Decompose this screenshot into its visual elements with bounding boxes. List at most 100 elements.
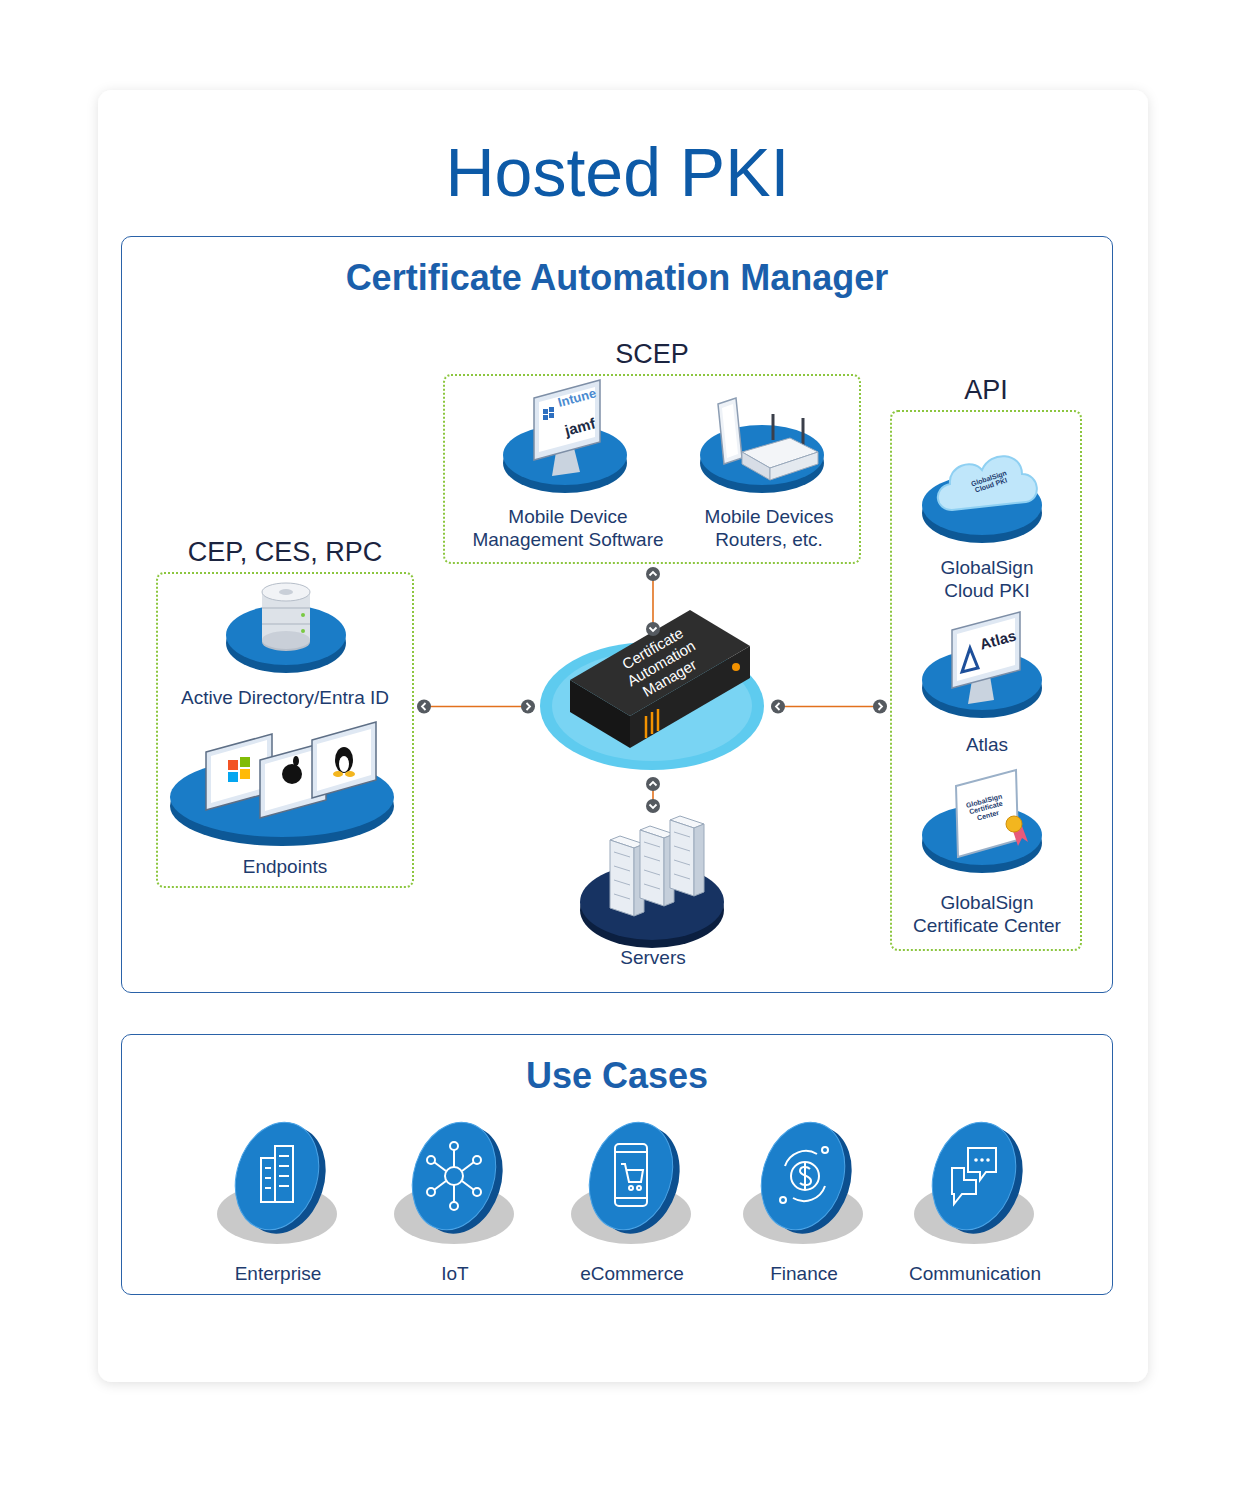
finance-icon-part-part (785, 1151, 817, 1166)
appliance-icon-part (657, 709, 660, 731)
icon-node: Servers (568, 816, 738, 969)
finance-icon-part (780, 1147, 828, 1203)
box-heading: Use Cases (122, 1055, 1112, 1097)
finance-icon (743, 1111, 865, 1244)
certificate-icon (922, 770, 1042, 873)
panel-box: Use CasesEnterpriseIoTeCommerceFinanceCo… (121, 1034, 1113, 1295)
mobile-router-icon-part (718, 398, 742, 464)
finance-icon-part-part (793, 1186, 825, 1201)
protocol-group: CEP, CES, RPCActive Directory/Entra IDEn… (156, 572, 414, 888)
endpoints-icon-part (211, 740, 267, 803)
certificate-icon-part (1006, 816, 1022, 832)
endpoints-icon (170, 722, 394, 846)
iot-icon-part-part (453, 1150, 455, 1167)
mobile-router-icon (700, 398, 824, 493)
finance-icon-part-part (822, 1147, 828, 1153)
group-heading: API (872, 374, 1100, 406)
endpoints-icon-part (240, 757, 250, 767)
icon-text: GlobalSign Certificate Center (961, 791, 1011, 824)
group-heading: SCEP (425, 338, 879, 370)
servers-icon-part (610, 836, 644, 916)
iot-icon-part-part (450, 1142, 458, 1150)
database-icon-part (262, 624, 310, 625)
endpoints-icon-part (228, 760, 238, 770)
certificate-icon-part (956, 770, 1018, 857)
servers-icon-part (640, 826, 674, 906)
mobile-router-icon-part (772, 414, 775, 440)
node-label: Communication (909, 1262, 1041, 1285)
iot-icon-part-part (473, 1188, 481, 1196)
ecommerce-icon-part-part (621, 1164, 643, 1182)
node-label: Active Directory/Entra ID (181, 686, 389, 709)
appliance-label: Certificate Automation Manager (607, 617, 716, 709)
enterprise-icon-part-part (279, 1155, 289, 1157)
connector (652, 574, 654, 629)
enterprise-icon-part-part (261, 1158, 275, 1202)
icon-node: Endpoints (161, 728, 409, 878)
servers-icon-part-part (614, 894, 630, 899)
cloud-icon-part (938, 456, 1037, 510)
connector (424, 706, 528, 708)
icon-node: Mobile Devices Routers, etc. (684, 381, 854, 551)
node-label: Atlas (966, 733, 1008, 756)
endpoints-icon-part (333, 771, 343, 777)
connector (652, 784, 654, 806)
iot-icon-part (399, 1111, 509, 1240)
servers-icon (580, 816, 724, 948)
icon-text: Atlas (972, 626, 1024, 654)
iot-icon-part-part (434, 1162, 446, 1171)
box-heading: Certificate Automation Manager (122, 257, 1112, 299)
communication-icon-part (974, 1158, 978, 1162)
servers-icon-part-part (610, 840, 634, 916)
database-icon-part (262, 631, 310, 649)
enterprise-icon-part-part (265, 1177, 271, 1179)
communication-icon-part (919, 1111, 1029, 1240)
servers-icon-part-part (614, 852, 630, 857)
communication-icon-part-part (968, 1148, 996, 1180)
protocol-group: SCEPMobile Device Management SoftwareMob… (443, 374, 861, 564)
card-background-part (98, 90, 1148, 1382)
endpoints-icon-part (317, 729, 371, 791)
appliance-icon (540, 610, 764, 770)
finance-icon-part-part (804, 1163, 806, 1189)
enterprise-icon-part-part (265, 1187, 271, 1189)
enterprise-icon-part-part (279, 1185, 289, 1187)
endpoints-icon-part (339, 756, 349, 772)
node-label: Endpoints (243, 855, 328, 878)
database-icon-part (279, 589, 293, 595)
appliance-icon-part (651, 712, 654, 734)
iot-icon-part-part (473, 1156, 481, 1164)
icon-node: GlobalSign Cloud PKI (912, 432, 1062, 602)
enterprise-icon-part-part (265, 1167, 271, 1169)
icon-node: Communication (895, 1123, 1055, 1285)
node-label: Finance (770, 1262, 838, 1285)
ecommerce-icon-part-part (615, 1197, 647, 1199)
node-label: IoT (441, 1262, 468, 1285)
mdm-icon-part (543, 415, 548, 420)
connector (778, 706, 880, 708)
appliance-icon-part (570, 610, 750, 716)
panel-box: Certificate Automation ManagerSCEPMobile… (121, 236, 1113, 993)
mdm-icon-part (543, 409, 548, 414)
node-label: GlobalSign Certificate Center (902, 891, 1072, 937)
servers-icon-part-part (614, 866, 630, 871)
enterprise-icon (217, 1111, 339, 1244)
protocol-group: APIGlobalSign Cloud PKIAtlasGlobalSign C… (890, 410, 1082, 951)
enterprise-icon-part (222, 1111, 332, 1240)
endpoints-icon-part (240, 769, 250, 779)
appliance-icon-part (645, 716, 648, 738)
group-heading: CEP, CES, RPC (138, 536, 432, 568)
icon-node: GlobalSign Certificate Center (902, 765, 1072, 937)
mobile-router-icon-part (802, 418, 805, 445)
icon-node: IoT (375, 1123, 535, 1285)
iot-icon-part-part (462, 1181, 474, 1190)
endpoints-icon-part (312, 722, 376, 798)
database-icon-part (301, 629, 305, 633)
node-label: Enterprise (235, 1262, 322, 1285)
ecommerce-icon (571, 1111, 693, 1244)
enterprise-icon-part-part (279, 1165, 289, 1167)
appliance-node: Certificate Automation Manager (538, 639, 768, 774)
cloud-icon (922, 456, 1042, 543)
enterprise-icon-part-part (275, 1146, 293, 1202)
